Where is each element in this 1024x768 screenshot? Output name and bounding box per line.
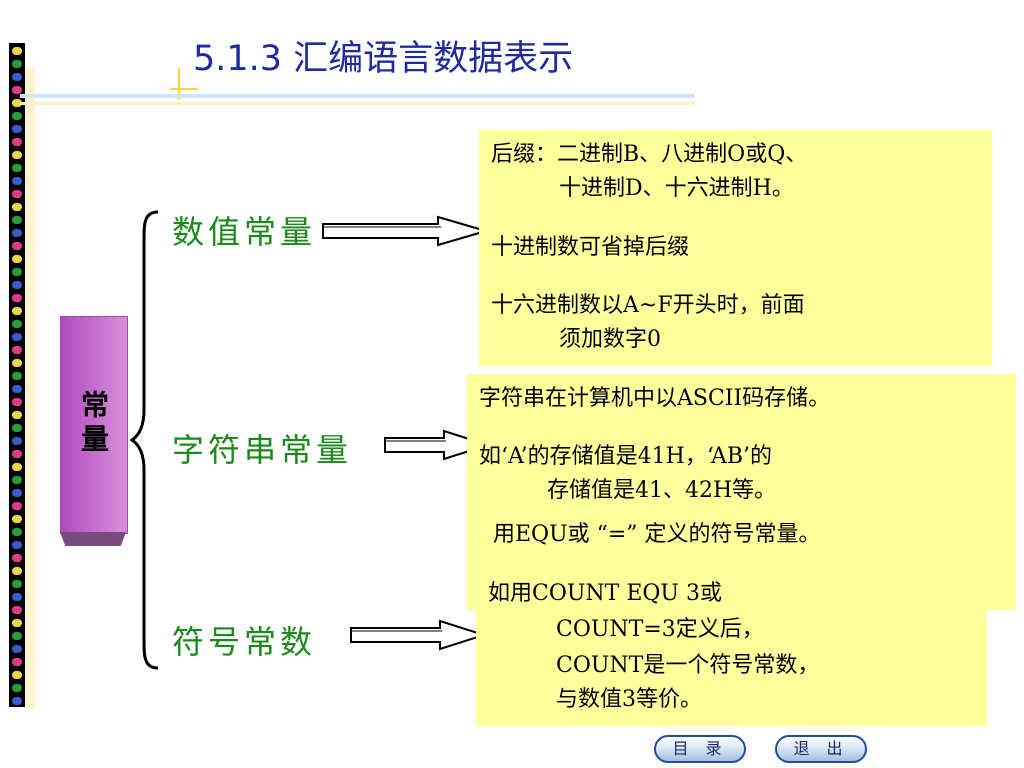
strip-bead [12, 567, 22, 575]
strip-bead [12, 164, 22, 172]
strip-bead [12, 411, 22, 419]
strip-bead [12, 216, 22, 224]
strip-bead [12, 281, 22, 289]
strip-bead [12, 606, 22, 614]
arrow-right-icon [384, 429, 492, 461]
note-string-line-2: 如‘A’的存储值是41H，‘AB’的 [479, 444, 773, 469]
note-string: 字符串在计算机中以ASCII码存储。 如‘A’的存储值是41H，‘AB’的 存储… [467, 374, 1016, 610]
strip-bead [12, 203, 22, 211]
box-front [60, 316, 128, 534]
strip-bead [12, 229, 22, 237]
box-shadow [60, 532, 126, 546]
strip-bead [12, 99, 22, 107]
strip-bead [12, 671, 22, 679]
strip-bead [12, 593, 22, 601]
strip-bead [12, 697, 22, 705]
strip-bead [12, 359, 22, 367]
strip-bead [12, 112, 22, 120]
strip-bead [12, 489, 22, 497]
strip-bead [12, 177, 22, 185]
strip-bead [12, 502, 22, 510]
strip-bead [12, 255, 22, 263]
strip-bead [12, 580, 22, 588]
note-string-line-1: 字符串在计算机中以ASCII码存储。 [479, 386, 831, 411]
strip-bead [12, 619, 22, 627]
strip-bead [12, 307, 22, 315]
note-numeric-line-5: 须加数字0 [559, 327, 661, 352]
strip-bead [12, 476, 22, 484]
strip-bead [12, 645, 22, 653]
note-symbolic: 如用COUNT EQU 3或 COUNT=3定义后， COUNT是一个符号常数，… [476, 577, 987, 726]
arrow-right-icon [322, 215, 490, 247]
contents-button[interactable]: 目 录 [654, 735, 746, 763]
strip-bead [12, 437, 22, 445]
note-symbolic-line-4: 与数值3等价。 [556, 687, 702, 712]
note-symbolic-line-2: COUNT=3定义后， [556, 617, 764, 642]
note-symbolic-line-1: 如用COUNT EQU 3或 [488, 581, 722, 606]
strip-bead [12, 125, 22, 133]
note-string-line-3: 存储值是41、42H等。 [547, 478, 777, 503]
strip-bead [12, 450, 22, 458]
left-bead-strip [9, 43, 25, 707]
note-numeric: 后缀：二进制B、八进制O或Q、 十进制D、十六进制H。 十进制数可省掉后缀 十六… [479, 130, 992, 366]
title-decoration-vertical [178, 68, 180, 100]
title-decoration-horizontal [170, 88, 198, 90]
strip-bead [12, 658, 22, 666]
note-numeric-line-1: 后缀：二进制B、八进制O或Q、 [491, 142, 808, 167]
note-numeric-line-2: 十进制D、十六进制H。 [559, 176, 794, 201]
strip-bead [12, 541, 22, 549]
title-underline-yellow [20, 102, 695, 105]
strip-bead [12, 60, 22, 68]
note-numeric-line-3: 十进制数可省掉后缀 [491, 235, 690, 260]
strip-bead [12, 242, 22, 250]
arrow-right-icon [350, 619, 488, 651]
strip-bead [12, 333, 22, 341]
category-string-constant: 字符串常量 [172, 431, 353, 469]
page-title: 5.1.3 汇编语言数据表示 [193, 39, 574, 79]
exit-button[interactable]: 退 出 [775, 735, 867, 763]
strip-bead [12, 463, 22, 471]
strip-bead [12, 554, 22, 562]
strip-bead [12, 632, 22, 640]
category-symbolic-constant: 符号常数 [172, 623, 317, 661]
note-string-line-4: 用EQU或 “=” 定义的符号常量。 [493, 522, 821, 547]
title-underline-blue [20, 94, 695, 98]
box-label: 常量 [77, 390, 110, 458]
strip-bead [12, 190, 22, 198]
note-numeric-line-4: 十六进制数以A~F开头时，前面 [491, 293, 805, 318]
strip-bead [12, 47, 22, 55]
strip-bead [12, 73, 22, 81]
strip-bead [12, 268, 22, 276]
strip-bead [12, 385, 22, 393]
note-symbolic-line-3: COUNT是一个符号常数， [556, 653, 820, 678]
strip-bead [12, 151, 22, 159]
left-strip-accent [25, 68, 35, 708]
category-numeric-constant: 数值常量 [172, 213, 317, 251]
strip-bead [12, 684, 22, 692]
strip-bead [12, 294, 22, 302]
strip-bead [12, 515, 22, 523]
curly-brace-icon [130, 210, 159, 670]
strip-bead [12, 346, 22, 354]
strip-bead [12, 424, 22, 432]
strip-bead [12, 320, 22, 328]
strip-bead [12, 86, 22, 94]
strip-bead [12, 372, 22, 380]
strip-bead [12, 138, 22, 146]
strip-bead [12, 528, 22, 536]
strip-bead [12, 398, 22, 406]
